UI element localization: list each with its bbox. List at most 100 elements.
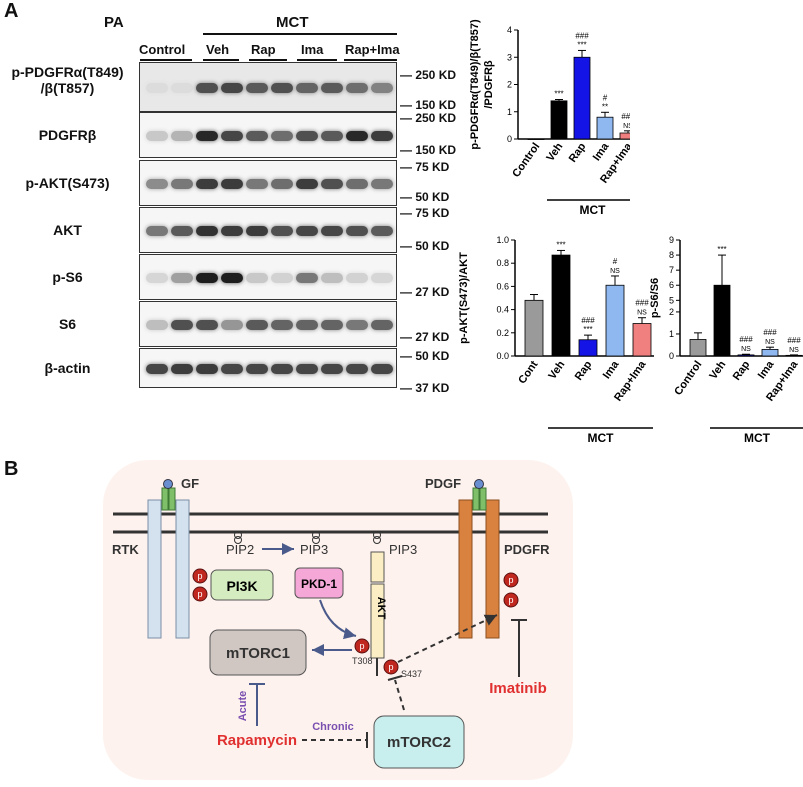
bar-rap xyxy=(578,339,598,357)
significance-label: *** xyxy=(583,325,592,334)
blot-band xyxy=(371,179,393,189)
y-axis-label: p-AKT(S473)/AKT xyxy=(458,252,470,344)
akt-box xyxy=(370,583,385,659)
category-label: Ima xyxy=(756,358,777,381)
mct-label: MCT xyxy=(580,203,607,215)
svg-text:p: p xyxy=(197,589,202,599)
y-tick-label: 0.0 xyxy=(496,351,509,361)
blot-band xyxy=(196,83,218,93)
blot-band xyxy=(246,83,268,93)
blot-band xyxy=(371,364,393,374)
blot-label-0: p-PDGFRα(T849)/β(T857) xyxy=(11,64,124,96)
bar-rap xyxy=(573,56,591,140)
significance-label: *** xyxy=(717,245,726,254)
mtorc1-box xyxy=(209,629,307,676)
svg-text:p: p xyxy=(508,595,513,605)
blot-band xyxy=(346,83,368,93)
significance-label: ### xyxy=(575,31,589,40)
y-tick-label: 1 xyxy=(507,107,512,117)
imatinib-label: Imatinib xyxy=(489,680,547,697)
bar-rap xyxy=(737,354,755,357)
y-tick-label: 0.6 xyxy=(496,281,509,291)
blot-band xyxy=(296,226,318,236)
blot-band xyxy=(146,131,168,141)
blot-band xyxy=(271,273,293,283)
y-tick-label: 0 xyxy=(507,134,512,144)
mw-marker: — 50 KD xyxy=(400,190,450,204)
pip2-label: PIP2 xyxy=(226,542,254,557)
lane-rap: Rap xyxy=(251,42,276,57)
significance-label: ### xyxy=(621,112,630,121)
mw-marker: — 250 KD xyxy=(400,68,457,82)
mtorc2-akt-bar xyxy=(387,675,403,681)
blot-band xyxy=(221,83,243,93)
blot-band xyxy=(271,226,293,236)
blot-band xyxy=(246,226,268,236)
gf-ligand-left xyxy=(161,487,169,511)
chart-p-akt: 0.00.20.40.60.81.0p-AKT(S473)/AKTCont***… xyxy=(458,235,654,445)
blot-band xyxy=(146,364,168,374)
category-label: Cont xyxy=(516,359,540,387)
category-label: Veh xyxy=(707,359,728,382)
mw-marker: — 250 KD xyxy=(400,111,457,125)
category-label: Control xyxy=(510,141,542,180)
y-tick-label: 3 xyxy=(507,52,512,62)
lane-underline-control xyxy=(140,59,192,61)
blot-band xyxy=(246,273,268,283)
chart-p-s6: 01256789p-S6/S6Control***VehNS###RapNS##… xyxy=(650,235,803,445)
akt-label: AKT xyxy=(375,597,387,620)
blot-band xyxy=(246,364,268,374)
mct-label: MCT xyxy=(588,431,615,445)
lane-rapima: Rap+Ima xyxy=(345,42,400,57)
y-tick-label: 0.4 xyxy=(496,305,509,315)
blot-band xyxy=(171,226,193,236)
rtk-label: RTK xyxy=(112,542,139,557)
bar-cont xyxy=(524,299,544,357)
blot-band xyxy=(196,179,218,189)
blot-band xyxy=(346,320,368,330)
blot-band xyxy=(196,226,218,236)
bar-control xyxy=(527,138,545,140)
chronic-label: Chronic xyxy=(312,721,354,733)
lane-underline-rap xyxy=(249,59,287,61)
blot-band xyxy=(146,226,168,236)
blot-band xyxy=(296,131,318,141)
pdgf-label: PDGF xyxy=(425,476,461,491)
blot-band xyxy=(371,131,393,141)
category-label: Ima xyxy=(601,358,622,381)
blot-band xyxy=(221,131,243,141)
lane-ima: Ima xyxy=(301,42,324,57)
bar-rapima xyxy=(785,354,803,357)
phospho-rtk: p p xyxy=(192,568,208,602)
significance-label: ### xyxy=(581,316,595,325)
mw-marker: — 150 KD xyxy=(400,143,457,157)
pdgf-ligand-head xyxy=(474,479,484,489)
bar-rapima xyxy=(632,323,652,357)
svg-text:p: p xyxy=(508,575,513,585)
significance-label: NS xyxy=(637,310,647,317)
blot-band xyxy=(221,364,243,374)
y-tick-label: 1.0 xyxy=(496,235,509,245)
blot-band xyxy=(196,320,218,330)
lane-veh: Veh xyxy=(206,42,230,57)
blot-band xyxy=(321,364,343,374)
blot-band xyxy=(246,131,268,141)
blot-label-3: AKT xyxy=(53,222,82,238)
bar-ima xyxy=(761,348,779,357)
category-label: Rap xyxy=(573,359,595,383)
y-tick-label: 0.2 xyxy=(496,328,509,338)
blot-band xyxy=(296,83,318,93)
significance-label: NS xyxy=(741,346,751,353)
mtorc2-box xyxy=(373,715,465,769)
akt-pdgfr-dashed-arrow xyxy=(397,614,498,663)
y-tick-label: 8 xyxy=(669,250,674,260)
pdgfr-label: PDGFR xyxy=(504,542,550,557)
chart-p-pdgfr: 01234p-PDGFRα(T849)/β(T857)/PDGFRβContro… xyxy=(469,19,630,215)
significance-label: ### xyxy=(763,328,777,337)
bar-rapima xyxy=(619,132,630,140)
akt-top-box xyxy=(370,551,385,583)
mct-group-line xyxy=(203,33,397,35)
mw-marker: — 150 KD xyxy=(400,98,457,112)
blot-band xyxy=(146,179,168,189)
phospho-t308-p: p xyxy=(359,641,364,651)
